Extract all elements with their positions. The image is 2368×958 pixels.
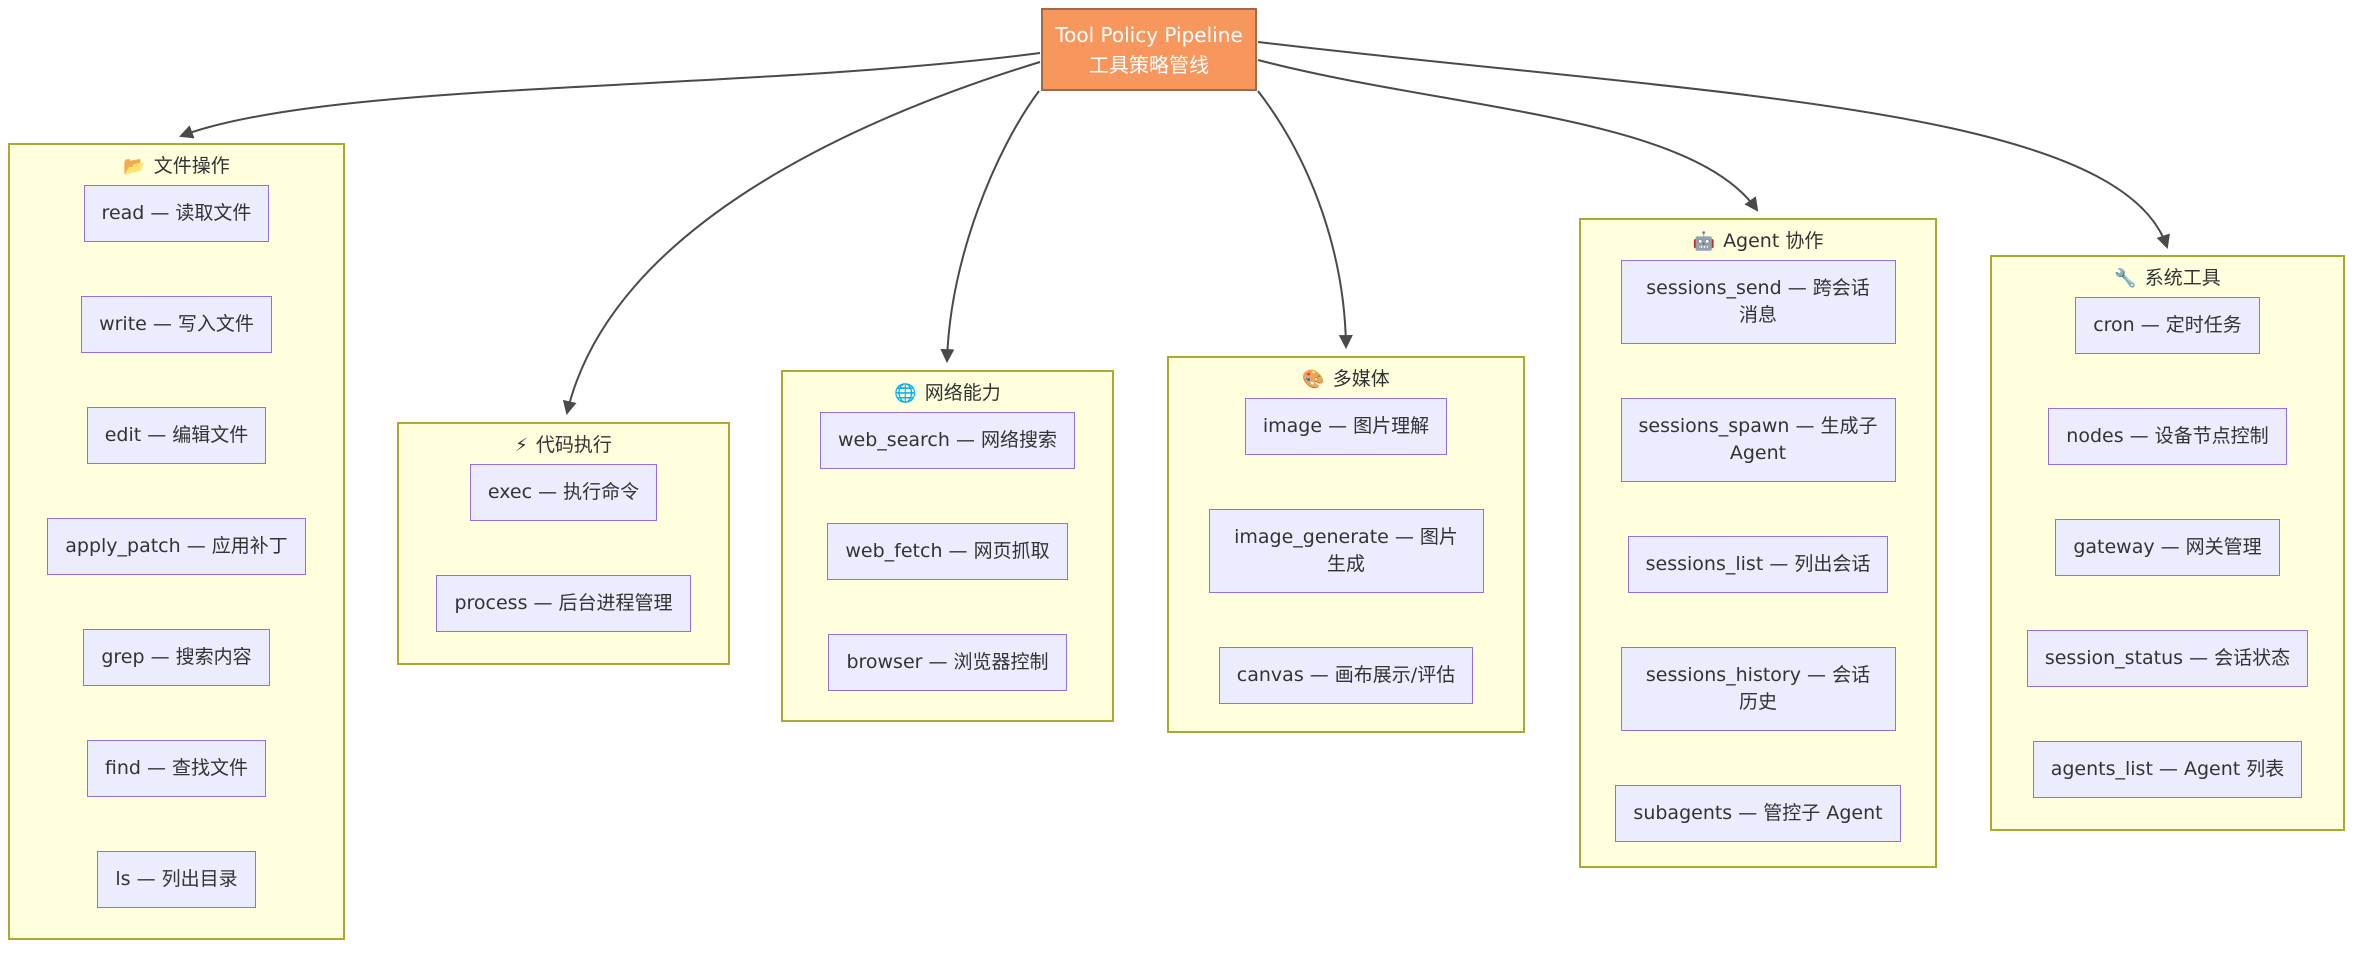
tool-node: nodes — 设备节点控制: [2048, 408, 2287, 465]
tool-node: web_fetch — 网页抓取: [827, 523, 1068, 580]
robot-icon: 🤖: [1692, 230, 1716, 252]
group-title-label: 网络能力: [924, 382, 1001, 404]
group-title-label: Agent 协作: [1723, 230, 1824, 252]
group-agent-collaboration: 🤖 Agent 协作 sessions_send — 跨会话消息 sessions…: [1579, 218, 1937, 868]
tool-node-label: subagents — 管控子 Agent: [1633, 802, 1883, 824]
group-title-system-tools: 🔧 系统工具: [2114, 265, 2220, 292]
edge-root-to-code-execution: [562, 61, 1041, 416]
group-title-label: 代码执行: [535, 434, 612, 456]
tool-node-label: write — 写入文件: [99, 313, 254, 335]
group-title-label: 文件操作: [153, 155, 230, 177]
tool-node-label: nodes — 设备节点控制: [2066, 425, 2269, 447]
group-file-operations: 📂 文件操作 read — 读取文件 write — 写入文件 edit — 编辑文…: [8, 143, 345, 940]
group-multimedia: 🎨 多媒体 image — 图片理解 image_generate — 图片生成 c…: [1167, 356, 1525, 733]
edge-root-to-media: [1257, 90, 1353, 350]
tool-node: sessions_spawn — 生成子 Agent: [1620, 398, 1896, 482]
group-title-agent-collaboration: 🤖 Agent 协作: [1693, 228, 1824, 255]
tool-node: session_status — 会话状态: [2026, 630, 2309, 687]
tool-node: sessions_send — 跨会话消息: [1620, 260, 1896, 344]
group-title-network-capabilities: 🌐 网络能力: [894, 380, 1000, 407]
tool-node-label: ls — 列出目录: [115, 868, 238, 890]
tool-node-label: edit — 编辑文件: [104, 424, 249, 446]
tool-node-label: apply_patch — 应用补丁: [65, 535, 288, 557]
tool-node: process — 后台进程管理: [436, 575, 691, 632]
group-title-label: 多媒体: [1332, 368, 1390, 390]
tool-node-label: web_fetch — 网页抓取: [845, 540, 1050, 562]
lightning-icon: ⚡: [515, 434, 528, 456]
edge-root-to-network: [940, 90, 1040, 364]
tool-node-label: sessions_send — 跨会话消息: [1646, 277, 1870, 326]
tool-node: grep — 搜索内容: [83, 629, 270, 686]
tool-node-label: browser — 浏览器控制: [846, 651, 1049, 673]
tool-node: edit — 编辑文件: [86, 407, 267, 464]
tool-node: write — 写入文件: [81, 296, 272, 353]
root-node-tool-policy-pipeline: Tool Policy Pipeline 工具策略管线: [1041, 8, 1257, 91]
group-code-execution: ⚡ 代码执行 exec — 执行命令 process — 后台进程管理: [397, 422, 730, 665]
tool-node: apply_patch — 应用补丁: [47, 518, 306, 575]
tool-node-label: find — 查找文件: [104, 757, 249, 779]
group-title-code-execution: ⚡ 代码执行: [515, 432, 612, 459]
tool-node-label: web_search — 网络搜索: [838, 429, 1057, 451]
edge-root-to-system: [1257, 41, 2170, 249]
tool-node-label: image_generate — 图片生成: [1234, 526, 1458, 575]
palette-icon: 🎨: [1302, 368, 1325, 390]
tool-node: ls — 列出目录: [97, 851, 256, 908]
tool-node-label: read — 读取文件: [101, 202, 252, 224]
tool-node-label: exec — 执行命令: [487, 481, 640, 503]
tool-node-label: agents_list — Agent 列表: [2050, 758, 2285, 780]
tool-node: image — 图片理解: [1244, 398, 1448, 455]
tool-node: sessions_history — 会话历史: [1620, 647, 1896, 731]
group-system-tools: 🔧 系统工具 cron — 定时任务 nodes — 设备节点控制 gateway …: [1990, 255, 2345, 831]
globe-icon: 🌐: [894, 382, 917, 404]
tool-node: browser — 浏览器控制: [828, 634, 1067, 691]
tool-node-label: sessions_spawn — 生成子 Agent: [1638, 415, 1878, 464]
tool-node: agents_list — Agent 列表: [2032, 741, 2303, 798]
tool-node-label: cron — 定时任务: [2093, 314, 2242, 336]
root-title-en: Tool Policy Pipeline: [1055, 22, 1243, 47]
tool-node: find — 查找文件: [86, 740, 267, 797]
tool-node-label: gateway — 网关管理: [2073, 536, 2262, 558]
tool-node: sessions_list — 列出会话: [1627, 536, 1889, 593]
group-title-multimedia: 🎨 多媒体: [1302, 366, 1389, 393]
group-title-file-operations: 📂 文件操作: [123, 153, 229, 180]
tool-node: gateway — 网关管理: [2055, 519, 2280, 576]
edge-root-to-agent: [1257, 59, 1759, 212]
tool-node-label: canvas — 画布展示/评估: [1236, 664, 1456, 686]
tool-node: subagents — 管控子 Agent: [1615, 785, 1901, 842]
edge-root-to-file-operations: [179, 52, 1041, 139]
folder-icon: 📂: [123, 155, 146, 177]
tool-node: web_search — 网络搜索: [820, 412, 1075, 469]
tool-node: canvas — 画布展示/评估: [1218, 647, 1474, 704]
group-network-capabilities: 🌐 网络能力 web_search — 网络搜索 web_fetch — 网页抓取…: [781, 370, 1114, 722]
tool-node: cron — 定时任务: [2075, 297, 2260, 354]
tool-node-label: sessions_list — 列出会话: [1645, 553, 1871, 575]
group-title-label: 系统工具: [2144, 267, 2221, 289]
tool-node-label: session_status — 会话状态: [2044, 647, 2291, 669]
tool-node: image_generate — 图片生成: [1208, 509, 1484, 593]
tool-node-label: process — 后台进程管理: [454, 592, 673, 614]
tool-node-label: image — 图片理解: [1262, 415, 1430, 437]
tool-node: read — 读取文件: [83, 185, 270, 242]
tool-node-label: grep — 搜索内容: [101, 646, 252, 668]
root-title-zh: 工具策略管线: [1089, 52, 1209, 77]
tool-node-label: sessions_history — 会话历史: [1645, 664, 1871, 713]
tool-node: exec — 执行命令: [469, 464, 658, 521]
wrench-icon: 🔧: [2114, 267, 2137, 289]
